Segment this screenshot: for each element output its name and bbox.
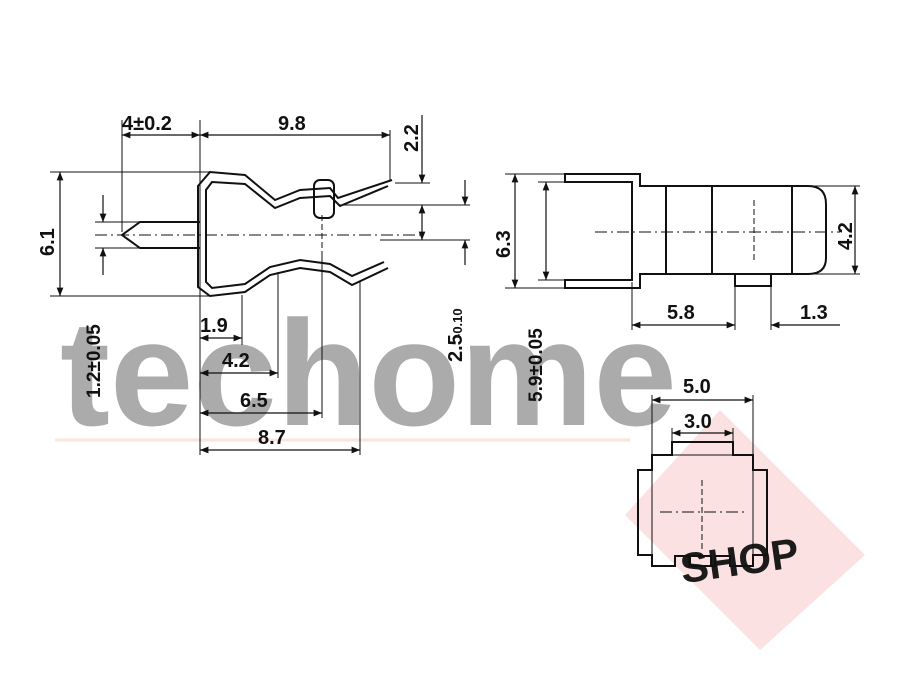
top-view	[505, 173, 860, 330]
end-view	[637, 395, 768, 567]
watermark-diamond	[625, 410, 865, 650]
dim-2-5-tolerance: -0.10	[450, 308, 465, 338]
top-body-outline	[564, 173, 827, 289]
dim-6-1-label: 6.1	[37, 228, 59, 256]
side-extension-lines	[50, 120, 470, 455]
dim-5-9-label: 5.9±0.05	[526, 328, 547, 402]
side-view	[50, 115, 470, 455]
end-bottom-tab	[688, 555, 712, 567]
clip-slot	[313, 179, 335, 219]
top-dimension-lines	[511, 174, 859, 329]
dim-4-2-right-label: 4.2	[835, 222, 857, 250]
top-tab	[734, 273, 772, 287]
dim-6-3-label: 6.3	[493, 230, 515, 258]
dim-2-5-label: 2.5	[445, 334, 467, 362]
clip-outer	[197, 170, 393, 298]
dim-2-2-label: 2.2	[401, 124, 423, 152]
dim-9-8-label: 9.8	[278, 113, 306, 135]
end-dimension-lines	[652, 396, 753, 437]
dim-3-0-label: 3.0	[684, 411, 712, 433]
dim-1-2-label: 1.2±0.05	[84, 324, 105, 398]
dim-8-7-label: 8.7	[258, 427, 286, 449]
dim-1-3-label: 1.3	[800, 302, 828, 324]
side-dimension-lines	[56, 115, 469, 454]
watermark-brand: techome	[60, 289, 677, 457]
watermark: techome SHOP	[55, 289, 865, 650]
dim-5-0-label: 5.0	[683, 376, 711, 398]
dim-4-2-label: 4.2	[222, 350, 250, 372]
dim-5-8-label: 5.8	[667, 302, 695, 324]
dim-4-label: 4±0.2	[122, 113, 172, 135]
dim-1-9-label: 1.9	[200, 315, 228, 337]
dim-6-5-label: 6.5	[240, 390, 268, 412]
